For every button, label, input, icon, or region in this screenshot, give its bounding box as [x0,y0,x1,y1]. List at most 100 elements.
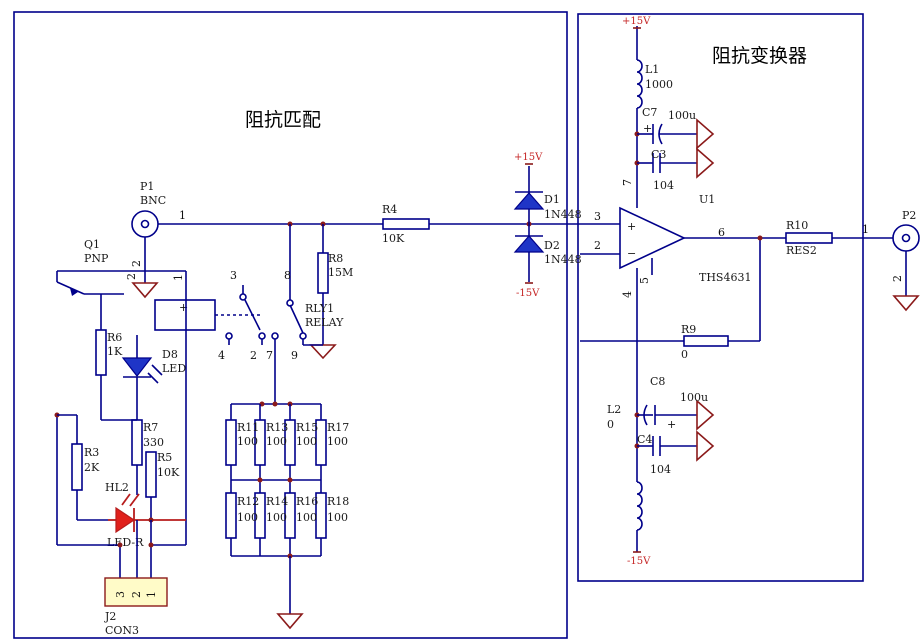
j2-pin2: 2 [130,591,143,598]
impedance-matching-frame [13,11,568,639]
load-resistor-bank [225,404,327,630]
hl2-led [108,493,186,534]
d2-ref: D2 [544,239,560,252]
r4-ref: R4 [382,203,397,216]
c3-value: 104 [653,179,674,192]
impedance-converter-title: 阻抗变换器 [712,45,807,67]
hl2-ref: HL2 [105,481,129,494]
d2-value: 1N448 [544,253,582,266]
p1-ground-icon [131,282,159,299]
p2-ref: P2 [902,209,916,222]
c8-ref: C8 [650,375,665,388]
j2-pin3: 3 [114,591,127,598]
u1-value: THS4631 [699,271,751,284]
d1-diode [513,192,545,210]
r10-resistor [785,232,833,244]
r18-ref: R18 [327,495,349,508]
d8-led [121,335,163,420]
relay-pin-2: 2 [250,349,257,362]
relay-pin-8: 8 [284,269,291,282]
p1-bnc-connector [131,210,159,299]
rly1-value: RELAY [305,316,344,329]
d8-ref: D8 [162,348,178,361]
r8-ref: R8 [328,252,343,265]
r15-value: 100 [296,435,317,448]
d1-ref: D1 [544,193,560,206]
c7-plus-mark: + [643,122,652,135]
relay-pin-9: 9 [291,349,298,362]
r3-resistor [71,443,83,491]
p1-ref: P1 [140,180,154,193]
r9-resistor [683,335,729,347]
c3-ground-icon [696,147,715,179]
l1-value: 1000 [645,78,673,91]
r14-value: 100 [266,511,287,524]
d8-value: LED [162,362,186,375]
q1-value: PNP [84,252,109,265]
u1-plus-mark: + [627,220,636,233]
p1-pin1: 1 [179,209,186,222]
u1-ref: U1 [699,193,715,206]
relay-pin-4: 4 [218,349,225,362]
l2-value: 0 [607,418,614,431]
r16-ref: R16 [296,495,318,508]
r7-value: 330 [143,436,164,449]
q1-transistor [56,281,124,330]
r18-value: 100 [327,511,348,524]
c8-ground-icon [696,399,715,431]
u1-pin3: 3 [594,210,601,223]
j2-connector [104,577,168,607]
c8-value: 100u [680,391,708,404]
r5-ref: R5 [157,451,172,464]
r12-ref: R12 [237,495,259,508]
r3-ref: R3 [84,446,99,459]
r8-ground-icon [309,344,337,360]
u1-pin2: 2 [594,239,601,252]
p1-pin2: 2 [130,260,143,267]
q1-pin1: 1 [172,274,185,281]
r6-resistor [95,329,107,376]
rly1-ref: RLY1 [305,302,334,315]
r6-ref: R6 [107,331,122,344]
r5-value: 10K [157,466,180,479]
q1-ref: Q1 [84,238,100,251]
l1-ref: L1 [645,63,659,76]
d2-neg-rail: -15V [516,288,540,299]
r11-ref: R11 [237,421,259,434]
p2-pin1: 1 [862,223,869,236]
l1-inductor [636,59,643,109]
r12-resistor [225,492,237,539]
q1-pin2: 2 [125,273,138,280]
c4-value: 104 [650,463,671,476]
r11-resistor [225,419,237,466]
c7-value: 100u [668,109,696,122]
relay-coil-mark: + [179,301,188,314]
relay-switch-arm-right [289,304,304,334]
r11-value: 100 [237,435,258,448]
r17-ref: R17 [327,421,349,434]
r7-ref: R7 [143,421,158,434]
r4-value: 10K [382,232,405,245]
u1-minus-mark: − [627,247,636,260]
relay-pin-3: 3 [230,269,237,282]
p2-pin2: 2 [891,275,904,282]
d2-diode [513,235,545,253]
r10-ref: R10 [786,219,808,232]
r10-value: RES2 [786,244,817,257]
j2-ref: J2 [104,610,116,623]
r14-ref: R14 [266,495,288,508]
p2-ground-icon [892,295,920,312]
u1-neg-rail: -15V [627,556,651,567]
j2-value: CON3 [105,624,139,637]
impedance-converter-frame [577,13,864,582]
r13-ref: R13 [266,421,288,434]
c3-ref: C3 [651,148,666,161]
u1-pin7: 7 [621,179,634,186]
u1-pin5: 5 [638,277,651,284]
l2-inductor [636,481,643,531]
r3-value: 2K [84,461,100,474]
r9-ref: R9 [681,323,696,336]
r12-value: 100 [237,511,258,524]
u1-pin6: 6 [718,226,725,239]
c4-ground-icon [696,430,715,462]
